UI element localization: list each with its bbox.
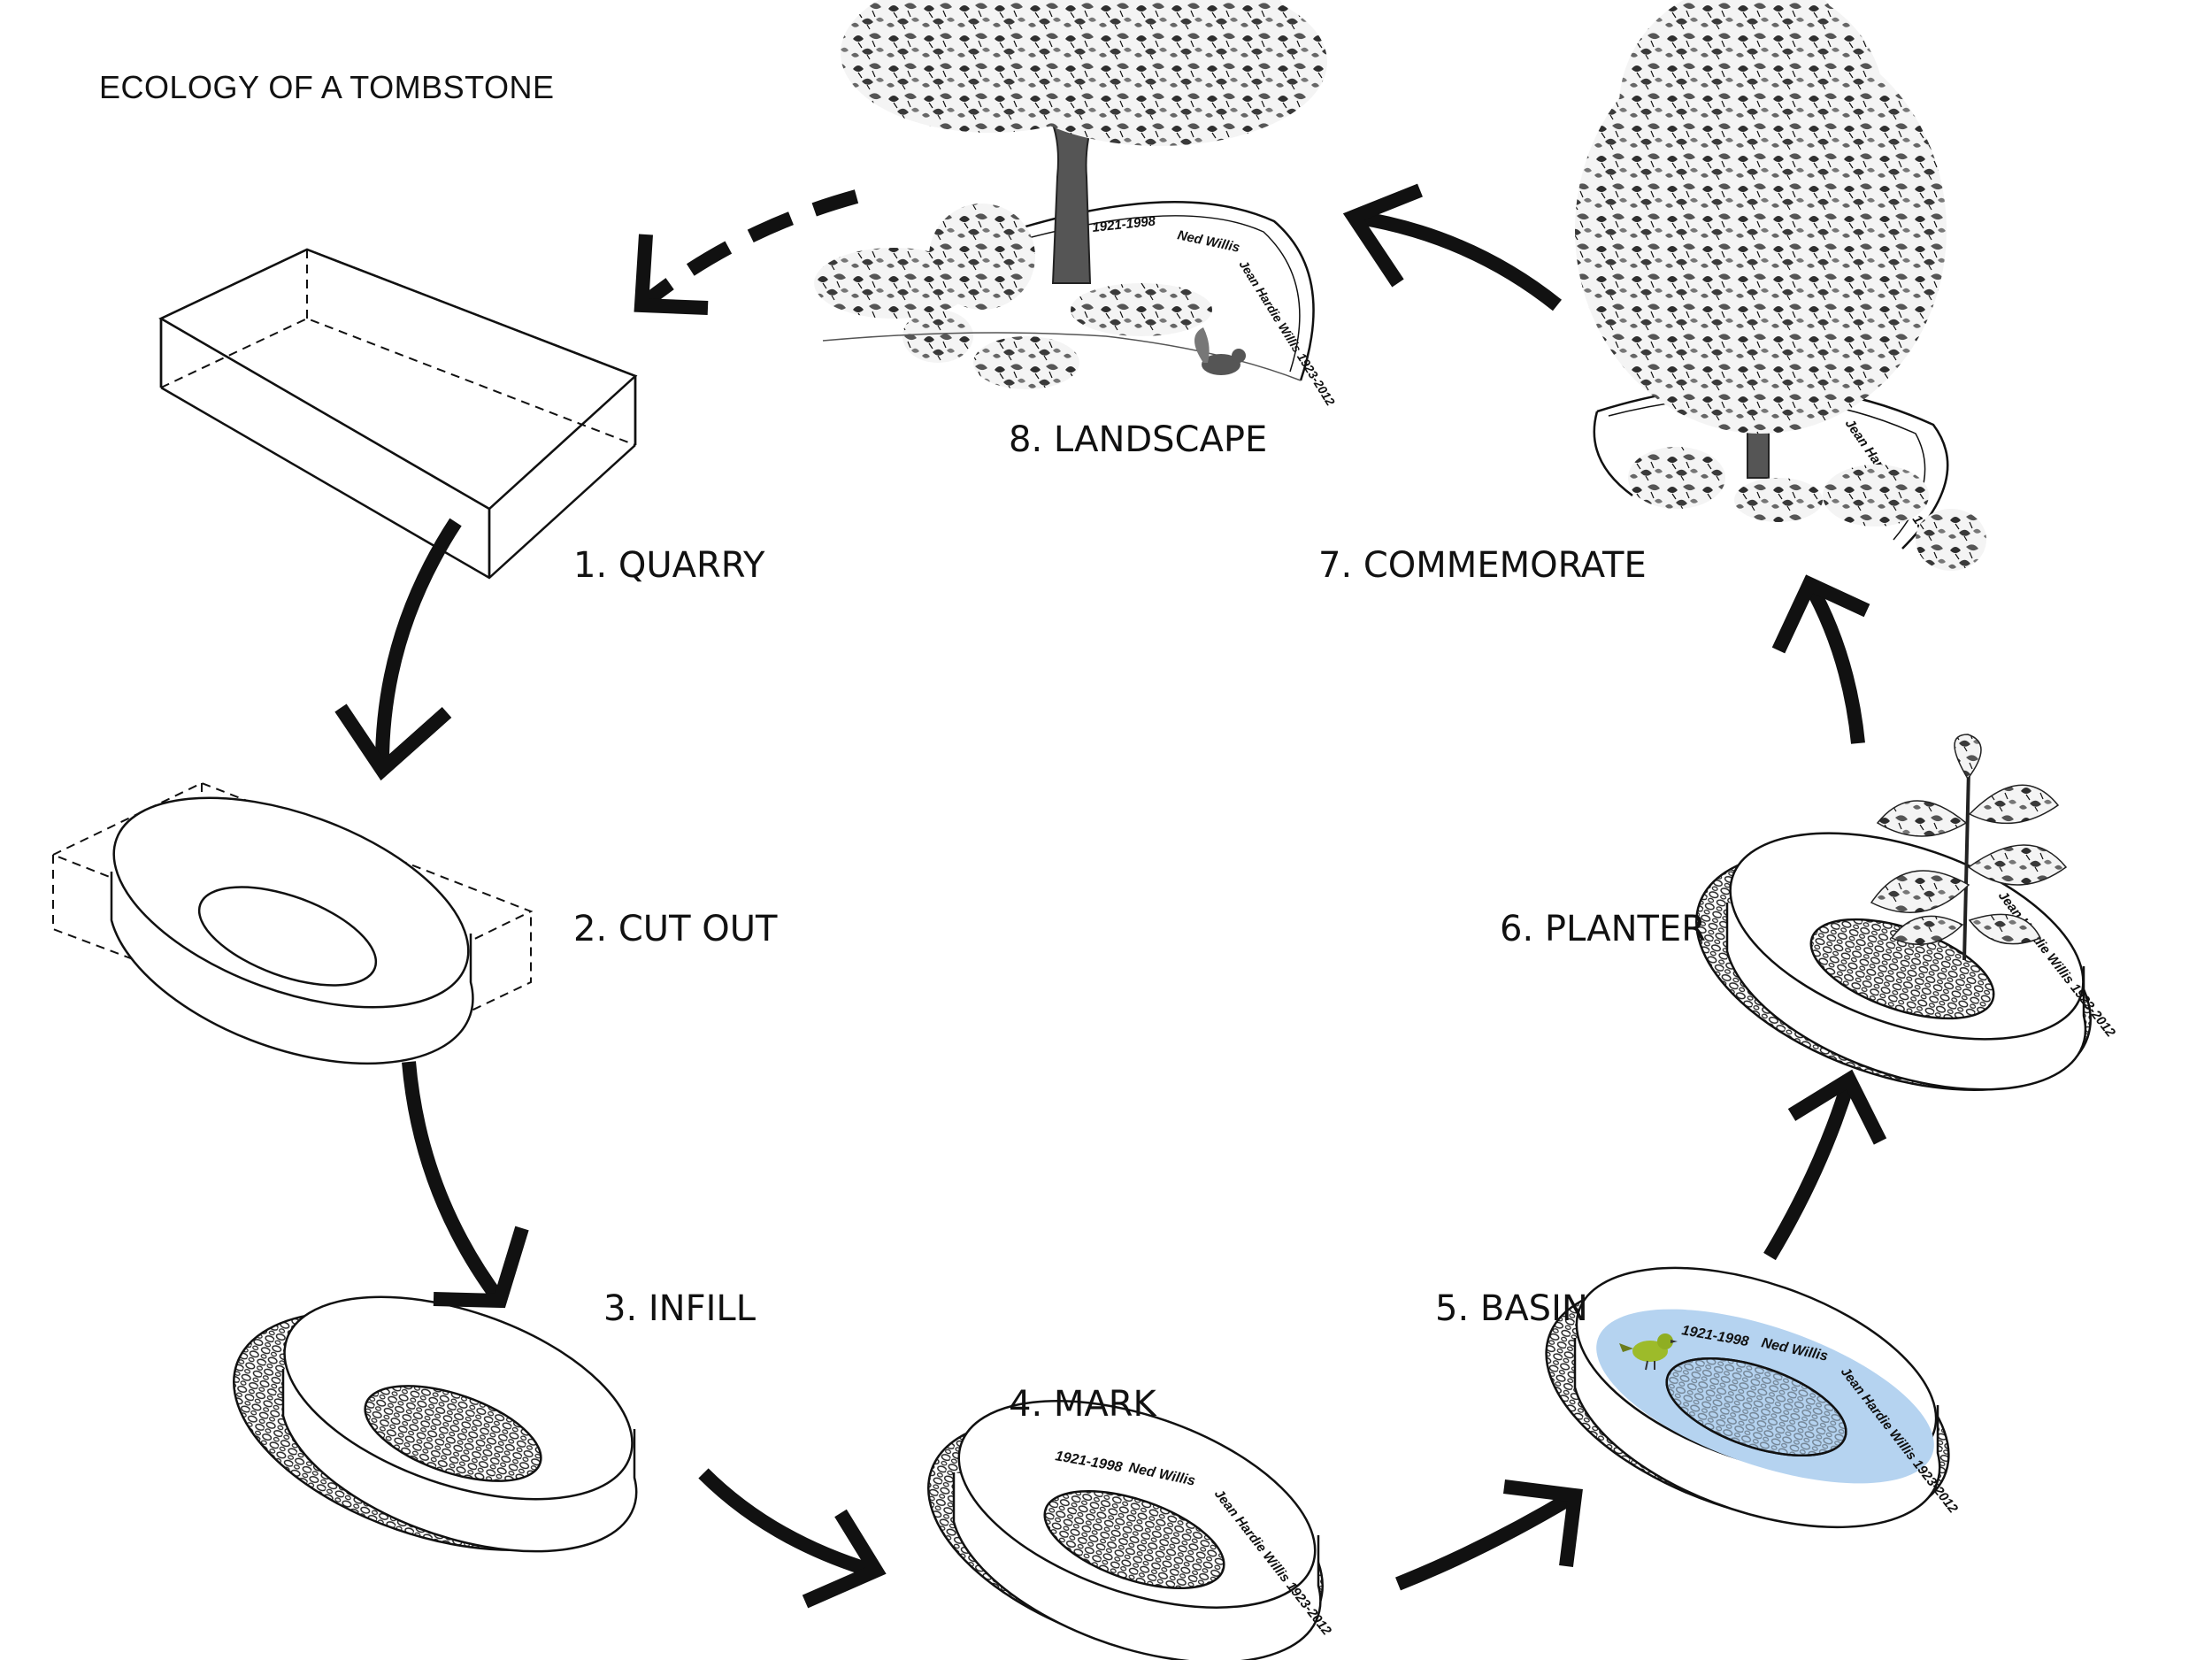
arrow-commemorate-to-landscape: [1352, 210, 1562, 311]
planter-illustration: Jean Hardie Willis 1923-2012: [1695, 734, 2118, 1091]
basin-illustration: 1921-1998 Ned Willis Jean Hardie Willis …: [1545, 1266, 1961, 1529]
undergrowth-icon: [814, 204, 1212, 389]
landscape-illustration: 1921-1998 Ned Willis Jean Hardie Willis …: [814, 0, 1338, 408]
step-label-basin: 5. BASIN: [1435, 1288, 1588, 1329]
cycle-arrows: [334, 183, 1887, 1609]
step-label-cut-out: 2. CUT OUT: [573, 909, 778, 949]
squirrel-icon: [1194, 327, 1246, 375]
step-label-planter: 6. PLANTER: [1500, 909, 1706, 949]
arrow-cutout-to-infill: [402, 1061, 506, 1305]
arrow-basin-to-planter: [1763, 1077, 1856, 1261]
step-label-landscape: 8. LANDSCAPE: [1009, 419, 1268, 460]
arrow-planter-to-commemorate: [1803, 580, 1865, 744]
cut-out-illustration: [50, 781, 534, 1065]
arrow-planter-to-commemorate-head: [1771, 574, 1870, 654]
arrow-quarry-to-cutout: [374, 518, 462, 771]
infill-illustration: [233, 1295, 638, 1553]
arrow-cutout-to-infill-head: [433, 1226, 529, 1309]
arrow-landscape-to-quarry-head: [634, 234, 709, 315]
mark-illustration: 1921-1998 Ned Willis Jean Hardie Willis …: [927, 1400, 1334, 1660]
arrow-basin-to-planter-head: [1787, 1069, 1887, 1145]
arrow-mark-to-basin: [1395, 1489, 1579, 1591]
quarry-block-illustration: [158, 248, 638, 580]
arrow-landscape-to-quarry: [636, 189, 859, 311]
arrow-commemorate-to-landscape-head: [1342, 183, 1423, 288]
arrow-mark-to-basin-head: [1503, 1479, 1583, 1567]
chestnut-tree-icon: [1575, 0, 1947, 434]
arrow-quarry-to-cutout-head: [334, 703, 452, 781]
shrubs-icon: [1628, 447, 1986, 571]
step-label-mark: 4. MARK: [1009, 1384, 1156, 1425]
diagram-title: ECOLOGY OF A TOMBSTONE: [99, 69, 555, 105]
plant-icon: [1870, 734, 2068, 961]
commemorate-illustration: 1921-1998 Ned Willis Jean Hardie Willis …: [1575, 0, 1986, 573]
step-label-infill: 3. INFILL: [603, 1288, 756, 1329]
bird-icon: [1619, 1333, 1678, 1371]
arrow-infill-to-mark: [698, 1468, 874, 1578]
step-label-quarry: 1. QUARRY: [573, 545, 765, 586]
oak-tree-icon: [841, 0, 1327, 146]
arrow-infill-to-mark-head: [802, 1509, 887, 1609]
step-label-commemorate: 7. COMMEMORATE: [1318, 545, 1647, 586]
